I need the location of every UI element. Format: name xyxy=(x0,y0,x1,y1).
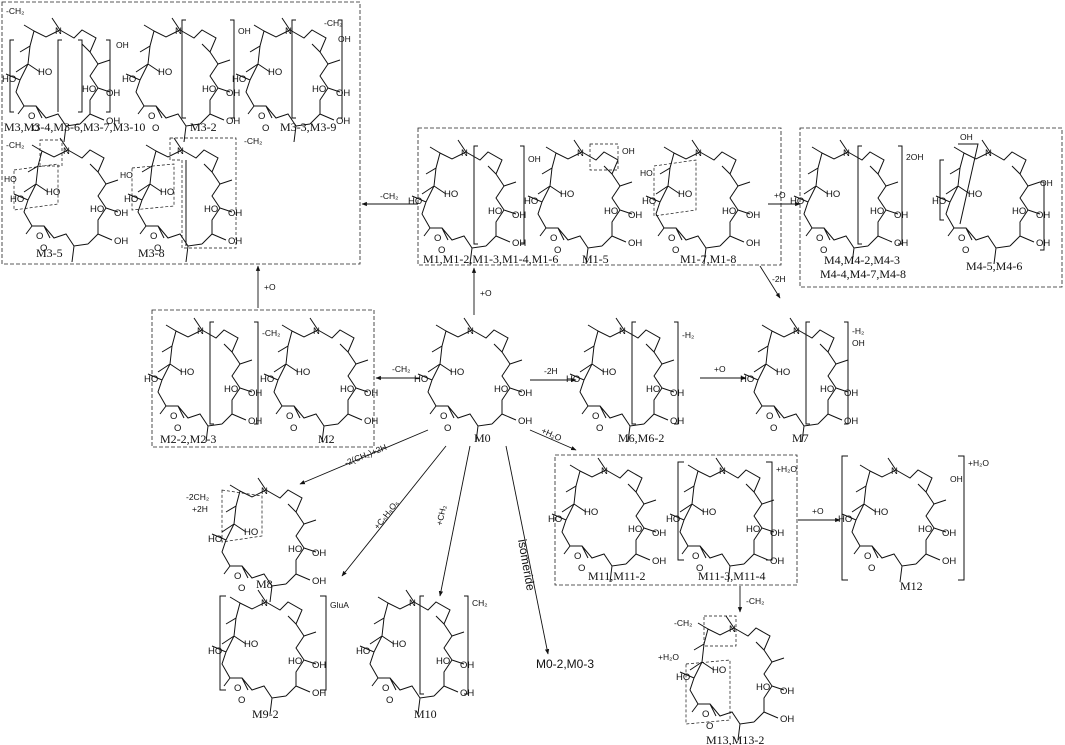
compound-m4: 2OH M4,M4-2,M4-3 M4-4,M4-7,M4-8 xyxy=(789,139,923,281)
svg-text:-CH₂: -CH₂ xyxy=(6,6,24,16)
group-box-m4 xyxy=(799,127,1063,288)
svg-text:HO: HO xyxy=(120,170,133,180)
compound-m2-2: -CH₂ M2-2,M2-3 xyxy=(143,317,280,446)
label-m3-5: M3-5 xyxy=(36,246,63,260)
svg-text:OH: OH xyxy=(960,132,973,142)
label-m3-2: M3-2 xyxy=(190,120,217,134)
svg-text:+O: +O xyxy=(714,364,726,374)
svg-text:2OH: 2OH xyxy=(906,152,923,162)
svg-text:-CH₂: -CH₂ xyxy=(6,140,24,150)
svg-text:+CH₂: +CH₂ xyxy=(434,504,448,526)
svg-text:+O: +O xyxy=(812,506,824,516)
svg-text:-CH₂: -CH₂ xyxy=(392,364,410,374)
label-m12: M12 xyxy=(900,579,923,593)
svg-text:-2CH₂: -2CH₂ xyxy=(186,492,209,502)
label-m0: M0 xyxy=(474,431,491,445)
svg-text:+H₂O: +H₂O xyxy=(968,458,989,468)
compound-m2: M2 xyxy=(259,317,379,446)
svg-text:-2(CH₂)+2H: -2(CH₂)+2H xyxy=(343,442,388,468)
compound-m0: M0 xyxy=(413,317,533,445)
label-m3: M3,M3-4,M3-6,M3-7,M3-10 xyxy=(4,120,145,134)
svg-text:-CH₂: -CH₂ xyxy=(324,18,342,28)
label-m1-5: M1-5 xyxy=(582,252,609,266)
svg-text:OH: OH xyxy=(528,154,541,164)
label-m4-5: M4-5,M4-6 xyxy=(966,259,1022,273)
label-m8: M8 xyxy=(256,577,273,591)
label-m4b: M4-4,M4-7,M4-8 xyxy=(820,267,906,281)
svg-text:-2H: -2H xyxy=(544,366,558,376)
compound-m10: CH₂ M10 xyxy=(355,589,488,721)
label-m2-2: M2-2,M2-3 xyxy=(160,432,216,446)
label-m13: M13,M13-2 xyxy=(706,733,764,745)
compound-m3: -CH₂ OH M3,M3-4,M3-6,M3-7,M3-10 xyxy=(1,6,145,143)
svg-text:HO: HO xyxy=(4,174,17,184)
label-m3-3: M3-3,M3-9 xyxy=(280,120,336,134)
svg-text:CH₂: CH₂ xyxy=(472,598,488,608)
svg-text:+2H: +2H xyxy=(192,504,208,514)
svg-text:OH: OH xyxy=(1040,178,1053,188)
svg-text:+O: +O xyxy=(774,190,786,200)
svg-text:+H₂O: +H₂O xyxy=(658,652,679,662)
svg-text:-CH₂: -CH₂ xyxy=(380,191,398,201)
svg-text:-CH₂: -CH₂ xyxy=(746,596,764,606)
svg-text:OH: OH xyxy=(622,146,635,156)
label-m11: M11,M11-2 xyxy=(588,569,645,583)
svg-text:+C₆H₈O₆: +C₆H₈O₆ xyxy=(372,498,401,531)
label-m11-3: M11-3,M11-4 xyxy=(698,569,765,583)
svg-text:-CH₂: -CH₂ xyxy=(244,136,262,146)
compound-m7: -H₂ OH M7 xyxy=(739,317,865,445)
label-m1: M1,M1-2,M1-3,M1-4,M1-6 xyxy=(423,252,558,266)
compound-m3-3: -CH₂ OH M3-3,M3-9 xyxy=(231,17,351,143)
label-m7: M7 xyxy=(792,431,809,445)
compound-m4-5: OH OH M4-5,M4-6 xyxy=(931,132,1053,273)
svg-text:-CH₂: -CH₂ xyxy=(262,328,280,338)
label-m2: M2 xyxy=(318,432,335,446)
svg-text:-CH₂: -CH₂ xyxy=(674,618,692,628)
compound-m0-2: M0-2,M0-3 xyxy=(536,657,594,671)
svg-text:isomeride: isomeride xyxy=(515,538,538,592)
label-m3-8: M3-8 xyxy=(138,246,165,260)
compound-m8: -2CH₂ +2H M8 xyxy=(186,477,327,603)
label-m10: M10 xyxy=(414,707,437,721)
svg-text:OH: OH xyxy=(852,338,865,348)
svg-text:OH: OH xyxy=(338,34,351,44)
compound-m3-5: -CH₂ HO M3-5 xyxy=(4,137,129,263)
svg-text:OH: OH xyxy=(116,40,129,50)
compound-m3-8: -CH₂ HO M3-8 xyxy=(120,136,262,263)
label-m9-2: M9-2 xyxy=(252,707,279,721)
label-m1-7: M1-7,M1-8 xyxy=(680,252,736,266)
compound-m11: M11,M11-2 xyxy=(547,457,667,583)
svg-text:-2H: -2H xyxy=(772,274,786,284)
svg-text:OH: OH xyxy=(238,26,251,36)
label-m0-2: M0-2,M0-3 xyxy=(536,657,594,671)
compound-m1-7: HO M1-7,M1-8 xyxy=(640,139,761,266)
svg-text:+O: +O xyxy=(264,282,276,292)
svg-text:OH: OH xyxy=(950,474,963,484)
group-box-m3 xyxy=(1,1,361,265)
group-box-m1 xyxy=(417,127,782,266)
svg-text:+O: +O xyxy=(480,288,492,298)
label-m6: M6,M6-2 xyxy=(618,431,664,445)
svg-text:+H₂O: +H₂O xyxy=(776,464,797,474)
compound-m13: -CH₂ +H₂O M13,M13-2 xyxy=(658,615,795,745)
compound-m1: OH M1,M1-2,M1-3,M1-4,M1-6 xyxy=(407,139,558,266)
compound-m12: +H₂O OH M12 xyxy=(837,455,989,593)
svg-text:-H₂: -H₂ xyxy=(682,330,694,340)
svg-text:-H₂: -H₂ xyxy=(852,326,864,336)
compound-m3-2: OH M3-2 xyxy=(121,17,251,143)
svg-text:HO: HO xyxy=(640,168,653,178)
label-m4: M4,M4-2,M4-3 xyxy=(824,253,900,267)
compound-m1-5: OH M1-5 xyxy=(523,139,643,266)
svg-text:+H₂O: +H₂O xyxy=(540,425,564,443)
svg-text:GluA: GluA xyxy=(330,600,349,610)
compound-m6: -H₂ M6,M6-2 xyxy=(565,317,694,445)
compound-m11-3: +H₂O M11-3,M11-4 xyxy=(665,457,797,583)
compound-m9-2: GluA M9-2 xyxy=(207,589,349,721)
